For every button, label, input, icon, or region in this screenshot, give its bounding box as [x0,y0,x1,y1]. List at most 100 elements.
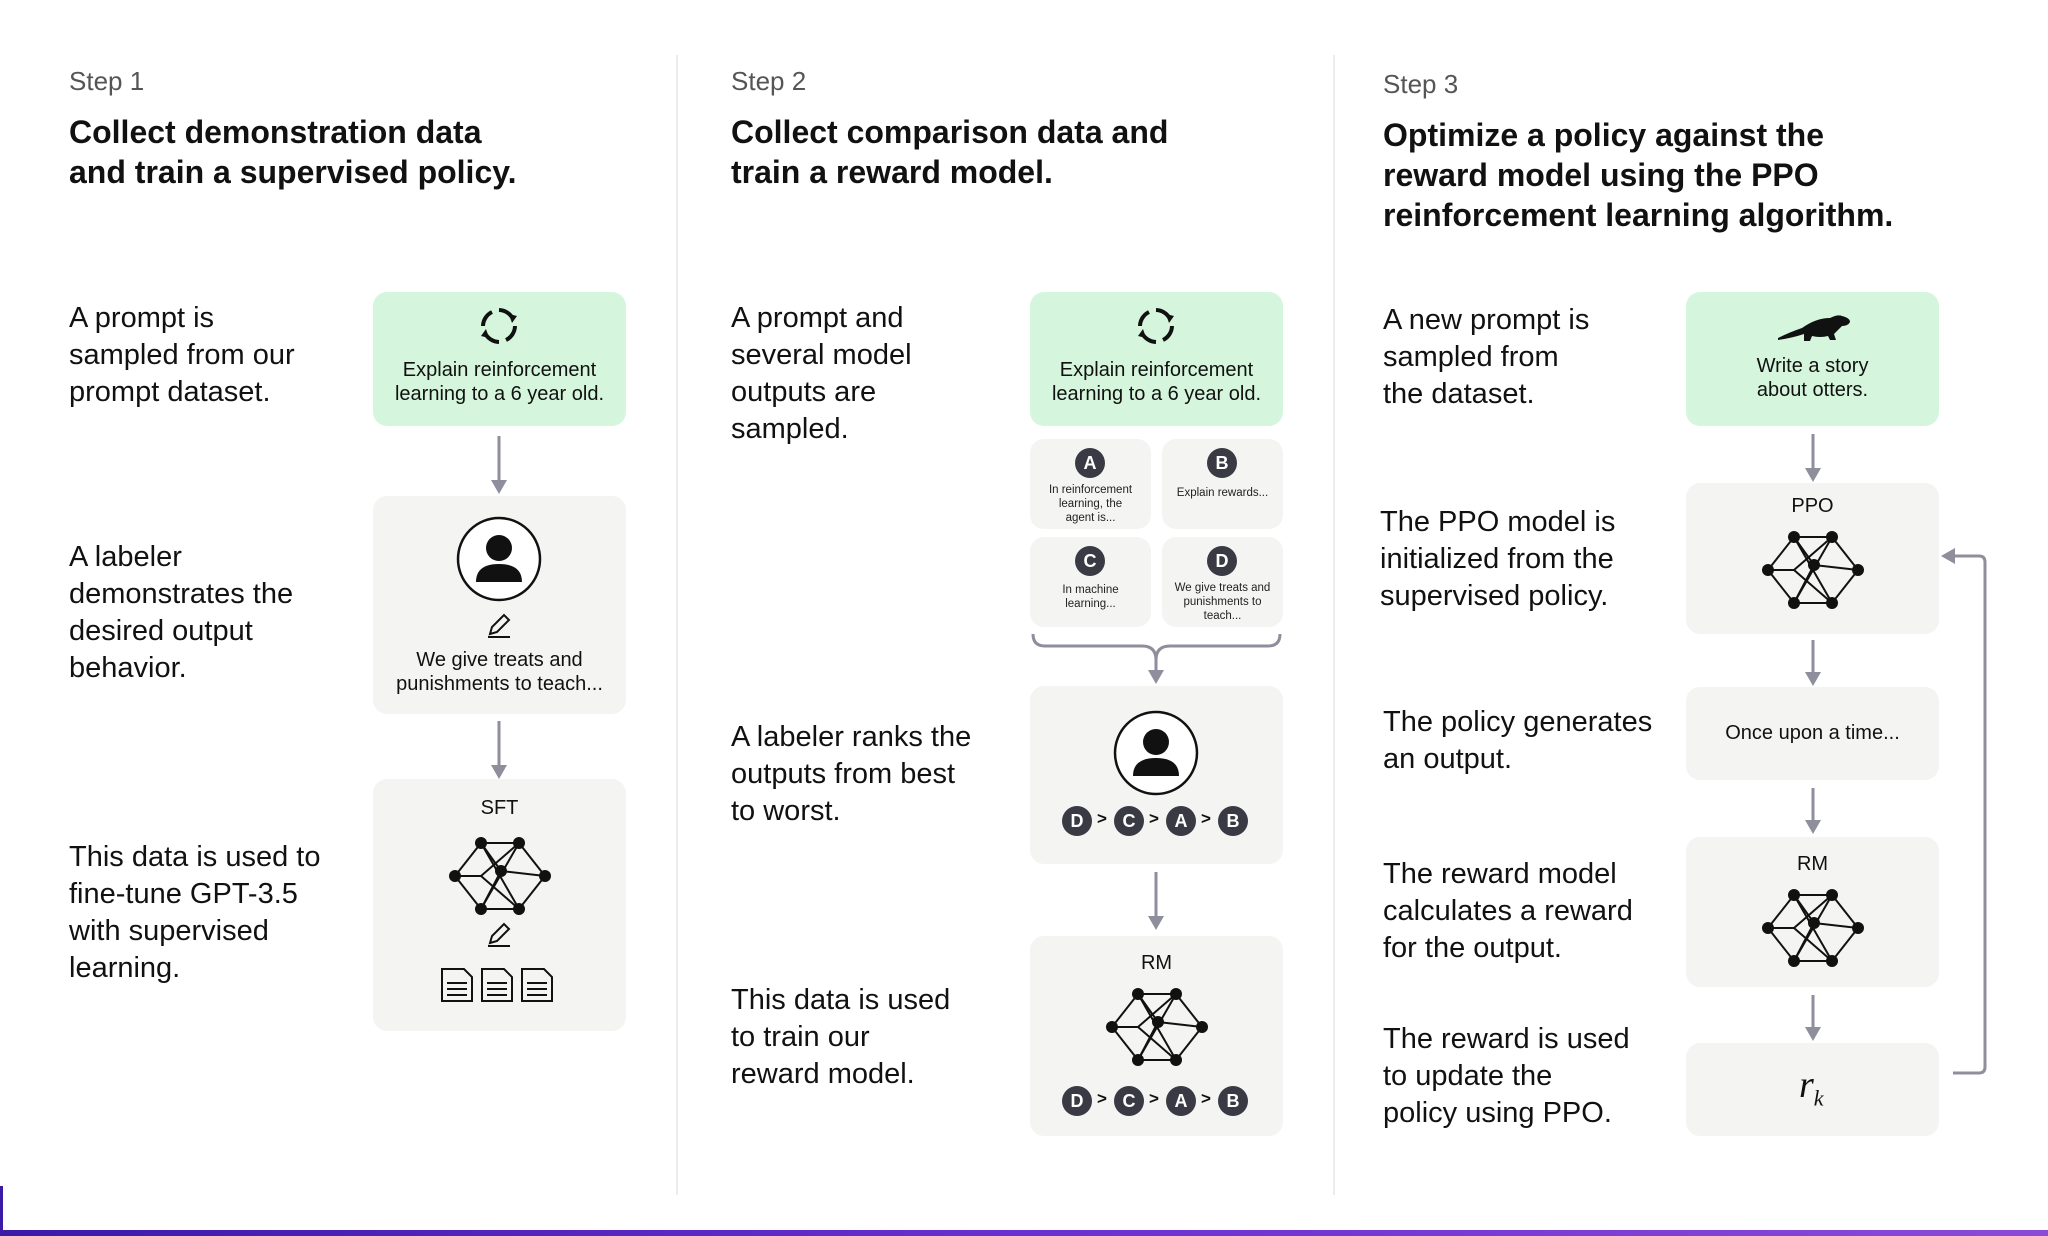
step1-title-line: Collect demonstration data [69,114,482,150]
desc-line: behavior. [69,652,187,684]
rank-badge: C [1114,806,1144,836]
desc-line: to update the [1383,1060,1553,1092]
desc-line: several model [731,339,912,371]
rank-separator: > [1149,809,1159,828]
desc-line: demonstrates the [69,578,294,610]
step1-prompt-card: Explain reinforcement learning to a 6 ye… [373,292,626,426]
desc-line: A new prompt is [1383,304,1590,336]
desc-line: The PPO model is [1380,506,1616,538]
desc-line: to worst. [731,795,841,827]
prompt-line: about otters. [1756,379,1869,401]
output-text: Explain rewards... [1168,486,1277,500]
output-badge: D [1207,546,1237,576]
step3-reward-card: rk [1686,1043,1939,1136]
bottom-left-mark [0,1186,3,1234]
step3-title-line: Optimize a policy against the [1383,117,1824,153]
labeler-avatar-icon [1113,710,1199,796]
column-divider-2 [1333,55,1335,1195]
output-line: In reinforcement [1048,484,1133,496]
desc-line: sampled from [1383,341,1559,373]
step2-title-line: Collect comparison data and [731,114,1169,150]
step1-desc-finetune: This data is used to fine-tune GPT-3.5 w… [69,839,320,987]
refresh-icon [481,308,517,344]
arrow-down-icon [1805,995,1821,1041]
demo-line: We give treats and [416,649,583,671]
step1-desc-prompt: A prompt is sampled from our prompt data… [69,300,295,411]
step1-label: Step 1 [69,66,145,96]
step2-prompt-card: Explain reinforcement learning to a 6 ye… [1030,292,1283,426]
step3-desc-output: The policy generates an output. [1383,704,1652,778]
arrow-down-icon [1805,434,1821,482]
output-card-d: D We give treats and punishments to teac… [1162,537,1283,627]
step3-label: Step 3 [1383,69,1459,99]
rank-badge: A [1166,1086,1196,1116]
neural-network-icon [449,837,551,915]
rank-separator: > [1201,809,1211,828]
prompt-text: Explain reinforcement learning to a 6 ye… [1030,358,1283,406]
output-text: In machine learning... [1036,583,1145,611]
prompt-text: Explain reinforcement learning to a 6 ye… [373,358,626,406]
output-card-b: B Explain rewards... [1162,439,1283,529]
step3-prompt-card: Write a story about otters. [1686,292,1939,426]
desc-line: A prompt is [69,302,215,334]
arrow-down-icon [491,721,507,779]
output-badge: B [1207,448,1237,478]
reward-subscript: k [1813,1085,1824,1111]
step3-rm-card: RM [1686,837,1939,987]
desc-line: desired output [69,615,253,647]
output-line: learning, the [1058,498,1123,510]
desc-line: outputs from best [731,758,956,790]
bottom-accent-bar [0,1230,2048,1236]
step1-desc-labeler: A labeler demonstrates the desired outpu… [69,539,293,687]
prompt-line: Explain reinforcement [1059,359,1254,381]
model-label-rm: RM [1796,853,1829,875]
rank-badge: C [1114,1086,1144,1116]
step2-title: Collect comparison data and train a rewa… [731,112,1168,192]
step3-ppo-card: PPO [1686,483,1939,634]
desc-line: policy using PPO. [1383,1097,1612,1129]
step3-title: Optimize a policy against the reward mod… [1383,115,1893,235]
brace-arrow-icon [1031,633,1282,684]
desc-line: reward model. [731,1058,915,1090]
step1-title: Collect demonstration data and train a s… [69,112,517,192]
step2-rm-card: RM D > C > A > B [1030,936,1283,1136]
prompt-line: learning to a 6 year old. [394,383,605,405]
rank-badge: B [1218,1086,1248,1116]
rank-separator: > [1149,1089,1159,1108]
desc-line: sampled. [731,413,849,445]
arrow-down-icon [491,436,507,494]
step3-title-line: reward model using the PPO [1383,157,1819,193]
policy-output-text: Once upon a time... [1725,722,1900,744]
output-card-a: A In reinforcement learning, the agent i… [1030,439,1151,529]
desc-line: The reward is used [1383,1023,1630,1055]
desc-line: outputs are [731,376,877,408]
reward-r: r [1799,1064,1814,1106]
output-line: punishments to [1183,596,1262,608]
prompt-line: Write a story [1756,355,1869,377]
output-line: Explain rewards... [1176,487,1269,499]
model-label-rm: RM [1140,952,1173,974]
step3-desc-prompt: A new prompt is sampled from the dataset… [1383,302,1589,413]
desc-line: sampled from our [69,339,295,371]
otter-icon [1778,315,1850,341]
demonstration-text: We give treats and punishments to teach.… [373,648,626,696]
output-line: teach... [1203,610,1242,622]
demo-line: punishments to teach... [396,673,603,695]
desc-line: A labeler ranks the [731,721,972,753]
model-label-ppo: PPO [1791,495,1834,517]
documents-icon [441,968,553,1002]
column-divider-1 [676,55,678,1195]
step3-desc-reward: The reward model calculates a reward for… [1383,856,1633,967]
prompt-text: Write a story about otters. [1686,354,1939,402]
pencil-icon [488,613,511,638]
desc-line: The reward model [1383,858,1617,890]
arrow-down-icon [1805,640,1821,686]
feedback-loop-arrow-icon [1941,548,1987,1075]
step2-desc-prompt: A prompt and several model outputs are s… [731,300,912,448]
arrow-down-icon [1805,788,1821,834]
desc-line: This data is used to [69,841,321,873]
labeler-avatar-icon [456,516,542,602]
rank-separator: > [1201,1089,1211,1108]
prompt-line: Explain reinforcement [402,359,597,381]
refresh-icon [1138,308,1174,344]
